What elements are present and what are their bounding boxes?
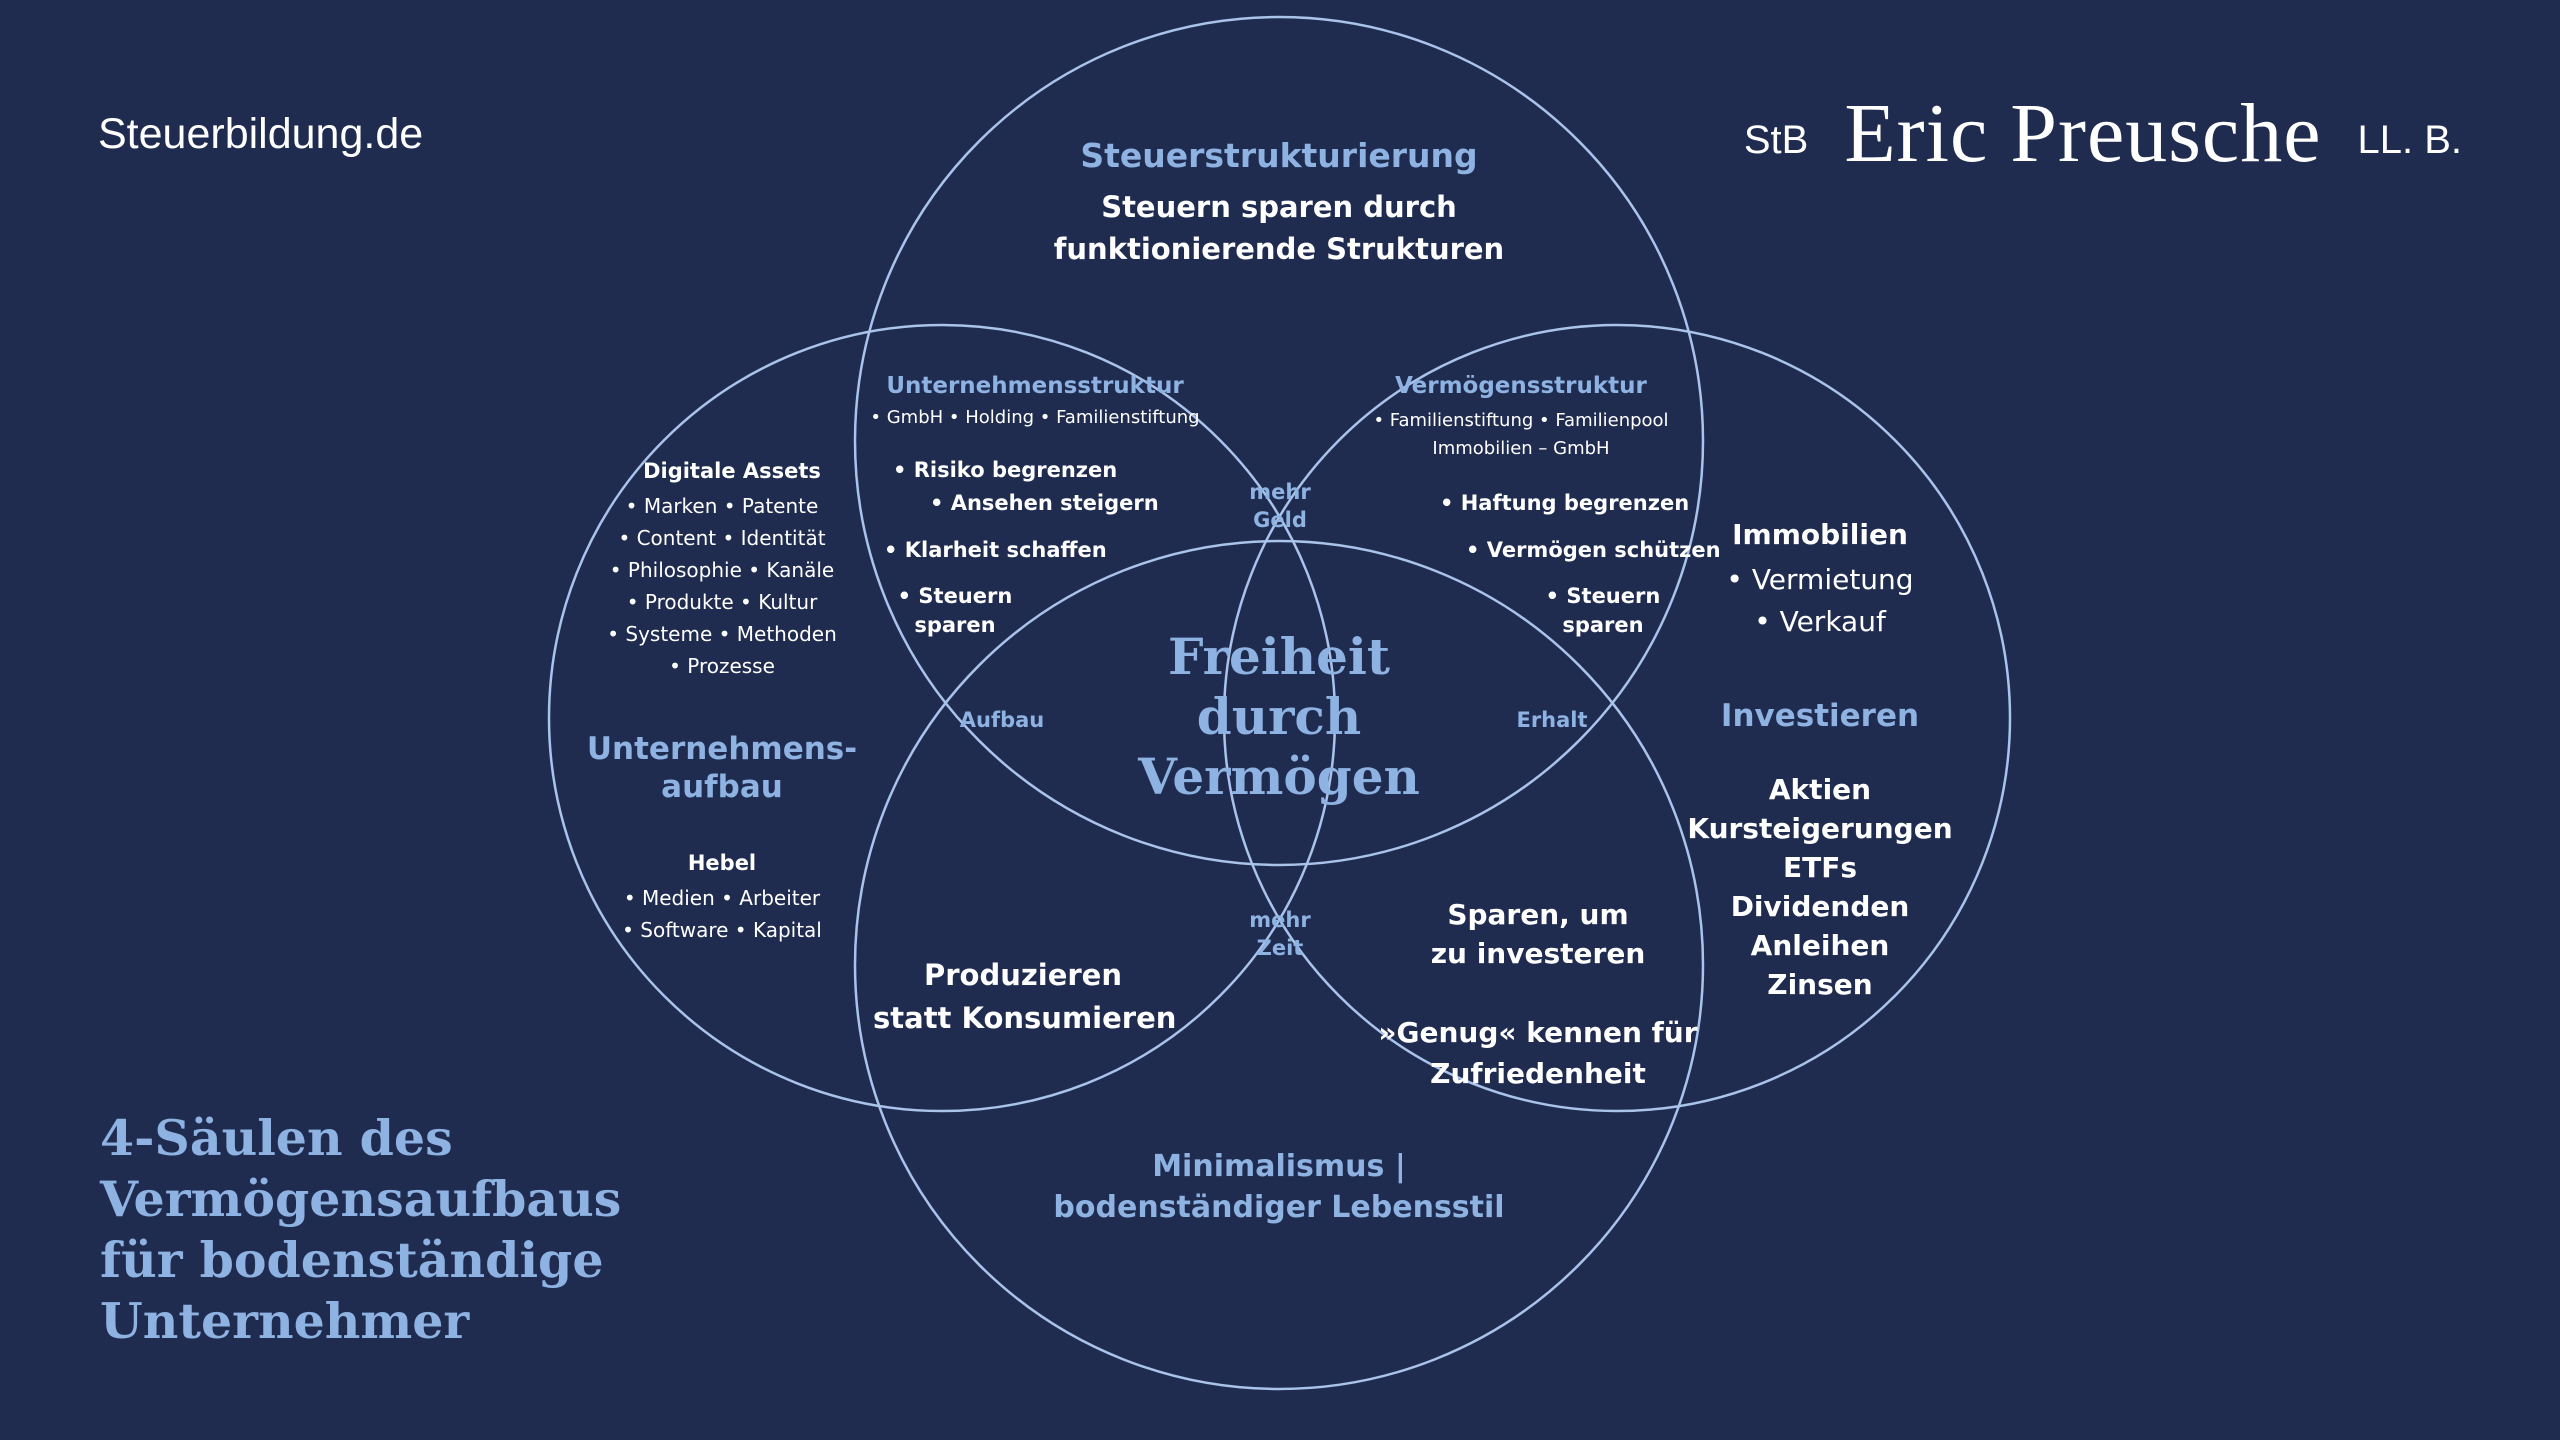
asset-item: • Marken • Patente — [625, 494, 819, 518]
text-line: Zufriedenheit — [1430, 1057, 1646, 1090]
text-line: Geld — [1253, 508, 1307, 532]
asset-item: • Produkte • Kultur — [626, 590, 818, 614]
erhalt-label: Erhalt — [1516, 708, 1588, 732]
title-line: Unternehmens- — [586, 731, 858, 767]
center-title-line: Freiheit — [1167, 627, 1391, 686]
invest-item: Aktien — [1768, 773, 1872, 806]
text-line: • Steuern — [897, 584, 1013, 608]
asset-item: • Content • Identität — [618, 526, 826, 550]
title-line: Minimalismus | — [1152, 1149, 1406, 1184]
text-line: zu investeren — [1430, 937, 1646, 970]
page-title-line: Vermögensaufbaus — [100, 1170, 622, 1228]
circle-steuerstrukturierung — [853, 15, 1705, 867]
investieren-title: Investieren — [1720, 698, 1920, 734]
vermoegensstruktur-title: Vermögensstruktur — [1395, 373, 1647, 399]
steuern-sparen-left: • Steuern sparen — [895, 582, 1015, 640]
text-line: Immobilien – GmbH — [1432, 438, 1610, 459]
text-line: sparen — [1562, 613, 1644, 637]
invest-item: Kursteigerungen — [1687, 812, 1953, 845]
title-line: aufbau — [661, 769, 783, 805]
circle-minimalismus — [853, 539, 1705, 1391]
text-line: Produzieren — [924, 958, 1122, 992]
immobilien-title: Immobilien — [1732, 518, 1908, 551]
mehr-geld-label: mehr Geld — [1200, 478, 1360, 534]
center-title-line: Vermögen — [1138, 747, 1420, 806]
hebel-item: • Medien • Arbeiter — [623, 886, 821, 910]
hebel-title: Hebel — [687, 851, 757, 875]
hebel-list: • Medien • Arbeiter • Software • Kapital — [572, 882, 872, 946]
immobilien-item: • Verkauf — [1754, 605, 1886, 638]
haftung-begrenzen: • Haftung begrenzen — [1440, 491, 1690, 515]
title-line: bodenständiger Lebensstil — [1053, 1190, 1505, 1225]
invest-item: Anleihen — [1750, 929, 1890, 962]
text-line: statt Konsumieren — [873, 1001, 1177, 1035]
text-line: sparen — [914, 613, 996, 637]
hebel-item: • Software • Kapital — [622, 918, 822, 942]
invest-item: ETFs — [1782, 851, 1858, 884]
text-line: Sparen, um — [1447, 898, 1629, 931]
asset-item: • Prozesse — [669, 654, 775, 678]
steuern-sparen-right: • Steuern sparen — [1543, 582, 1663, 640]
steuerstrukturierung-title: Steuerstrukturierung — [1080, 136, 1478, 175]
ansehen-steigern: • Ansehen steigern — [930, 491, 1159, 515]
circle-investieren — [1222, 323, 2012, 1113]
brand-title-prefix: StB — [1743, 118, 1809, 162]
subtitle-line: Steuern sparen durch — [1101, 190, 1457, 224]
steuerstrukturierung-subtitle: Steuern sparen durch funktionierende Str… — [979, 186, 1579, 270]
unternehmensaufbau-title: Unternehmens- aufbau — [572, 730, 872, 806]
text-line: • Familienstiftung • Familienpool — [1373, 410, 1669, 431]
page-title-line: für bodenständige — [100, 1231, 604, 1289]
brand-title-suffix: LL. B. — [2357, 118, 2462, 162]
vermoegensstruktur-subtitle: • Familienstiftung • Familienpool Immobi… — [1321, 407, 1721, 463]
asset-item: • Systeme • Methoden — [607, 622, 837, 646]
mehr-zeit-label: mehr Zeit — [1200, 906, 1360, 962]
immobilien-list: • Vermietung • Verkauf — [1670, 559, 1970, 643]
risiko-begrenzen: • Risiko begrenzen — [893, 458, 1118, 482]
genug-text: »Genug« kennen für Zufriedenheit — [1363, 1012, 1713, 1094]
page-title: 4-Säulen des Vermögensaufbaus für bodens… — [100, 1108, 621, 1352]
minimalismus-title: Minimalismus | bodenständiger Lebensstil — [1029, 1146, 1529, 1228]
brand-name: Eric Preusche — [1844, 87, 2322, 180]
page-title-line: Unternehmer — [100, 1292, 470, 1350]
invest-item: Zinsen — [1767, 968, 1873, 1001]
aufbau-label: Aufbau — [959, 708, 1045, 732]
brand-logo: StB Eric Preusche LL. B. — [1744, 85, 2462, 182]
site-name: Steuerbildung.de — [98, 110, 424, 158]
vermoegen-schuetzen: • Vermögen schützen — [1466, 538, 1721, 562]
text-line: mehr — [1249, 480, 1311, 504]
immobilien-item: • Vermietung — [1726, 563, 1914, 596]
text-line: • Steuern — [1545, 584, 1661, 608]
text-line: »Genug« kennen für — [1378, 1016, 1698, 1049]
text-line: mehr — [1249, 908, 1311, 932]
digitale-assets-title: Digitale Assets — [643, 459, 821, 483]
asset-item: • Philosophie • Kanäle — [609, 558, 835, 582]
investieren-list: Aktien Kursteigerungen ETFs Dividenden A… — [1650, 770, 1990, 1004]
text-line: Zeit — [1256, 936, 1304, 960]
digitale-assets-list: • Marken • Patente • Content • Identität… — [572, 490, 872, 682]
center-title-line: durch — [1196, 687, 1362, 746]
unternehmensstruktur-title: Unternehmensstruktur — [886, 373, 1184, 399]
produzieren-text: Produzieren statt Konsumieren — [873, 954, 1177, 1040]
invest-item: Dividenden — [1730, 890, 1910, 923]
sparen-text: Sparen, um zu investeren — [1388, 895, 1688, 973]
unternehmensstruktur-subtitle: • GmbH • Holding • Familienstiftung — [870, 407, 1200, 428]
klarheit-schaffen: • Klarheit schaffen — [884, 538, 1107, 562]
circle-unternehmensaufbau — [547, 323, 1337, 1113]
center-title: Freiheit durch Vermögen — [1079, 627, 1479, 807]
page-title-line: 4-Säulen des — [100, 1109, 453, 1167]
subtitle-line: funktionierende Strukturen — [1053, 232, 1505, 266]
